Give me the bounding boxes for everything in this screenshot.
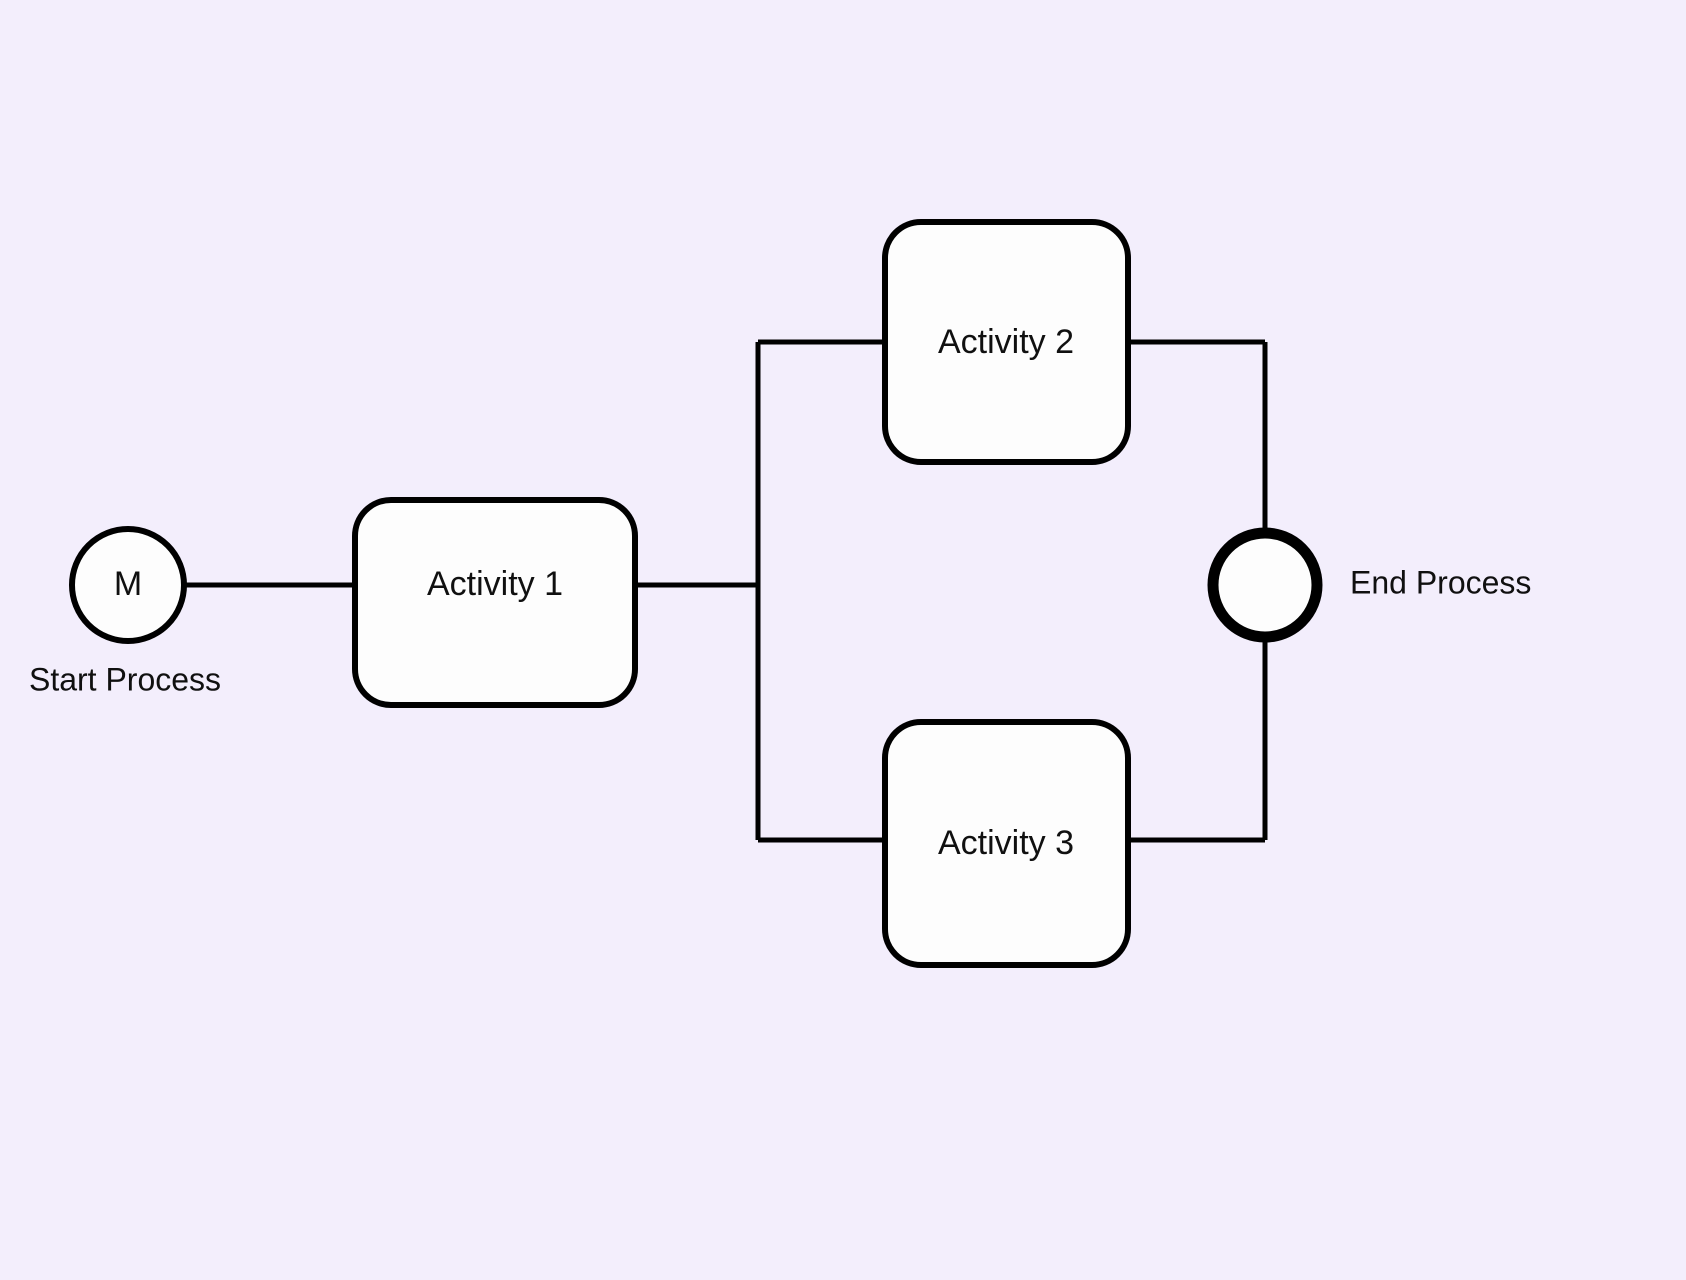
- end-event-circle[interactable]: [1207, 527, 1323, 643]
- task-activity-3-label: Activity 3: [938, 824, 1074, 862]
- start-event-marker: M: [114, 565, 142, 603]
- task-activity-1[interactable]: [352, 497, 638, 708]
- end-event-label: End Process: [1350, 564, 1531, 600]
- start-event-label: Start Process: [29, 661, 221, 697]
- task-activity-3[interactable]: [882, 719, 1131, 968]
- task-activity-1-label: Activity 1: [427, 565, 563, 603]
- task-activity-2[interactable]: [882, 219, 1131, 465]
- task-activity-2-label: Activity 2: [938, 323, 1074, 361]
- start-event-circle[interactable]: [69, 526, 187, 644]
